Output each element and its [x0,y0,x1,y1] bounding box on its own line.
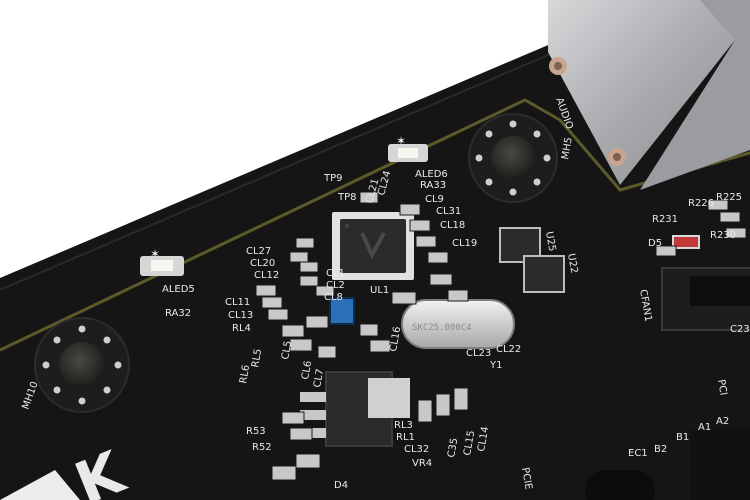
label-vr4: VR4 [412,458,432,469]
label-cl16: CL16 [388,326,403,353]
label-cl13: CL13 [228,310,253,321]
label-d4: D4 [334,480,348,491]
label-r52: R52 [252,442,272,453]
label-cl18: CL18 [440,220,465,231]
label-r225: R225 [716,192,742,203]
label-cl14: CL14 [476,426,491,453]
label-r226: R226 [688,198,714,209]
label-cl27: CL27 [246,246,271,257]
voltage-regulator-vr4 [300,371,410,447]
label-cl15: CL15 [462,430,477,457]
mounting-hole-mh5 [468,113,558,203]
label-a2: A2 [716,416,729,427]
label-cl23: CL23 [466,348,491,359]
crystal-marking: SKC25.000C4 [412,323,472,333]
label-r53: R53 [246,426,266,437]
label-c35: C35 [446,437,460,458]
label-tp8: TP8 [337,192,357,203]
label-cl20: CL20 [250,258,275,269]
smd-components [255,191,747,481]
svg-text:✶: ✶ [396,134,406,148]
label-ul1: UL1 [370,285,389,296]
label-mh5: MH5 [560,136,575,160]
audio-codec-ic [332,212,414,280]
label-c23: C23 [730,324,750,335]
pcie-slot [585,430,750,500]
label-rl6: RL6 [238,364,252,385]
label-rl3: RL3 [394,420,413,431]
label-cl11: CL11 [225,297,250,308]
label-cl1: CL1 [326,268,345,279]
label-cl31: CL31 [436,206,461,217]
label-cl2: CL2 [326,280,345,291]
label-aled6: ALED6 [415,169,448,180]
label-rl1: RL1 [396,432,415,443]
label-tp9: TP9 [323,173,343,184]
label-cl22: CL22 [496,344,521,355]
blue-component [329,297,355,325]
led-aled6: ✶ [388,134,428,162]
label-r230: R230 [710,230,736,241]
label-cl12: CL12 [254,270,279,281]
label-cl32: CL32 [404,444,429,455]
label-cl5: CL5 [280,340,294,361]
cfan1-header [661,267,750,331]
crystal-y1: SKC25.000C4 [401,299,515,349]
diode-d5 [672,235,700,249]
label-b1: B1 [676,432,689,443]
label-ra33: RA33 [420,180,446,191]
label-d5: D5 [648,238,662,249]
label-cl7: CL7 [312,368,326,389]
label-cl6: CL6 [300,360,314,381]
label-cl19: CL19 [452,238,477,249]
label-cl8: CL8 [324,292,343,303]
mounting-hole-mh10 [34,317,130,413]
label-b2: B2 [654,444,667,455]
label-aled5: ALED5 [162,284,195,295]
label-r231: R231 [652,214,678,225]
ic-u22 [523,255,565,293]
label-rl4: RL4 [232,323,251,334]
label-ra32: RA32 [165,308,191,319]
label-a1: A1 [698,422,711,433]
label-u22: U22 [565,253,579,275]
led-aled5: ✶ [140,247,184,276]
label-cl9: CL9 [425,194,444,205]
label-rl5: RL5 [250,348,264,369]
label-u25: U25 [543,231,557,253]
label-pcie: PCIE [519,467,534,491]
label-y1: Y1 [489,360,502,371]
label-ec1: EC1 [628,448,648,459]
audio-bracket [548,0,750,190]
svg-text:✶: ✶ [150,247,160,261]
label-pci: PCI [715,379,729,397]
